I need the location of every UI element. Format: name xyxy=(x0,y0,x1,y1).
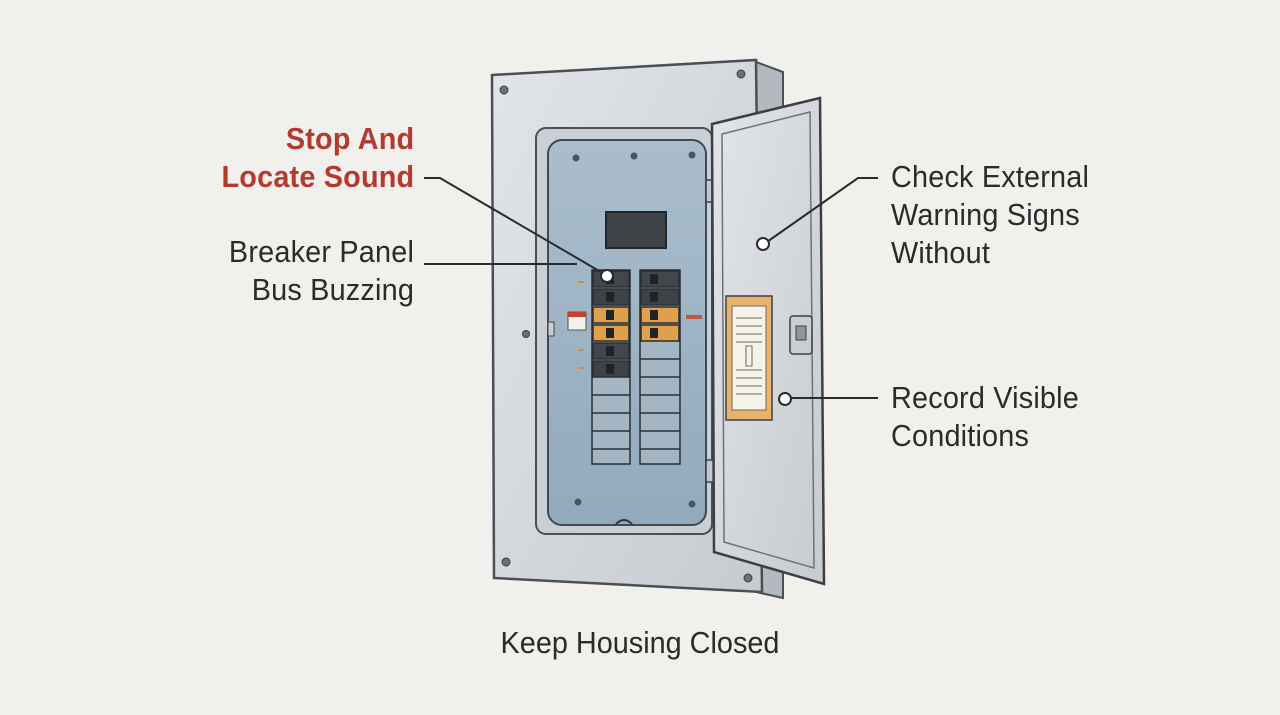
label-stop-locate-sound: Stop And Locate Sound xyxy=(221,120,414,196)
label-breaker-panel: Breaker Panel Bus Buzzing xyxy=(229,233,414,309)
caption: Keep Housing Closed xyxy=(500,625,780,660)
leader-lines xyxy=(424,177,878,399)
leader-check xyxy=(763,177,878,245)
main-breaker-window xyxy=(605,211,667,249)
label-record-conditions: Record Visible Conditions xyxy=(891,379,1079,455)
callout-dots xyxy=(600,237,792,406)
label-breaker-line2: Bus Buzzing xyxy=(251,272,414,307)
interior-screws xyxy=(572,151,696,508)
indicator-marks xyxy=(578,281,584,369)
enclosure-screws xyxy=(499,69,753,583)
panel-door-inset xyxy=(721,111,815,569)
leader-stop xyxy=(424,177,607,276)
label-breaker-line1: Breaker Panel xyxy=(228,234,414,269)
label-stop-line2: Locate Sound xyxy=(221,159,414,194)
breaker-column-right xyxy=(639,269,681,465)
label-record-line1: Record Visible xyxy=(891,380,1079,415)
label-check-warning-signs: Check External Warning Signs Without xyxy=(891,158,1089,272)
panel-latch xyxy=(547,321,555,337)
label-record-line2: Conditions xyxy=(891,418,1030,453)
red-marker xyxy=(686,315,702,319)
label-stop-line1: Stop And xyxy=(285,121,414,156)
bottom-knockout xyxy=(615,519,633,525)
panel-tag-stripe xyxy=(568,312,586,317)
label-check-line1: Check External xyxy=(891,159,1090,194)
label-check-line2: Warning Signs xyxy=(891,197,1080,232)
label-check-line3: Without xyxy=(891,235,991,270)
